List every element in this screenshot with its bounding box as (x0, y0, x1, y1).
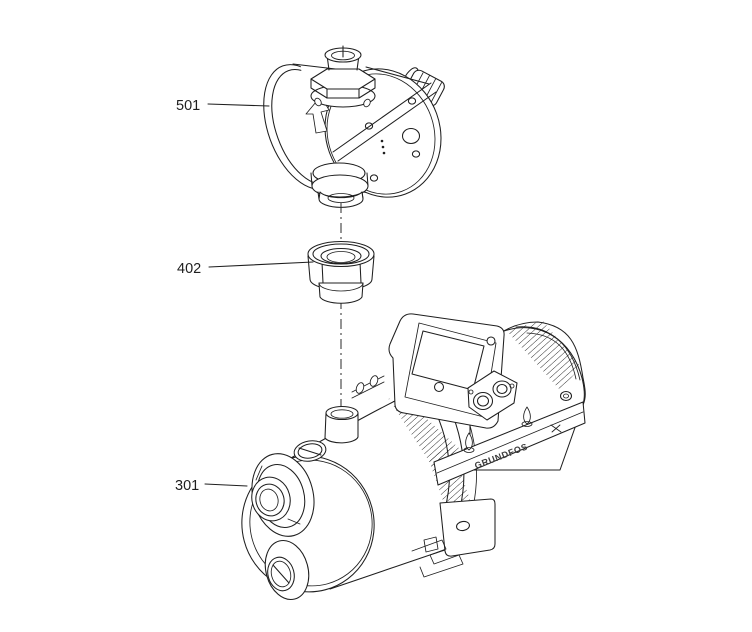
base-rail-midline (436, 411, 584, 474)
pressure-manager-illustration (263, 45, 445, 208)
foot-plate (439, 498, 496, 557)
suction-opening (259, 488, 279, 512)
plug-slot (272, 564, 290, 584)
foot-slot (423, 536, 439, 553)
discharge-port (324, 405, 359, 444)
motor-fins (506, 321, 581, 390)
drain-plug (264, 539, 310, 601)
terminal-box (388, 313, 518, 429)
thread-opening (320, 247, 362, 265)
face-band-line (337, 91, 437, 162)
callout-501-leader (207, 103, 270, 107)
priming-plug (293, 440, 327, 462)
face-hole (411, 150, 421, 158)
plate-screw (509, 383, 515, 389)
face-port-hole (401, 127, 421, 145)
suction-port (251, 453, 315, 537)
lower-sleeve (318, 282, 364, 304)
discharge-opening (330, 409, 354, 419)
plug-slot (298, 447, 322, 456)
stud-bolt (523, 406, 531, 425)
base-rail: GRUNDFOS (433, 390, 586, 486)
face-hole (369, 174, 379, 182)
callout-301-leader (204, 483, 248, 487)
face-hole (364, 122, 374, 130)
clamp-bolt (355, 382, 365, 394)
callout-402-label: 402 (177, 261, 201, 277)
pump-motor-illustration: GRUNDFOS (241, 313, 586, 601)
callout-402-leader (208, 261, 314, 268)
foot-bolt-hole (456, 520, 470, 532)
flow-arrow-icon (305, 95, 330, 134)
base-rail-bar (433, 401, 586, 486)
body-seam-line (365, 66, 430, 85)
plate-screw (468, 389, 474, 395)
face-dot (382, 151, 386, 155)
face-dot (380, 139, 384, 143)
face-band-line (332, 82, 432, 153)
face-hole (407, 97, 417, 105)
callouts: 501 402 301 (175, 98, 314, 494)
lid-screw (486, 336, 496, 346)
face-dot (381, 145, 385, 149)
foot-bracket (411, 539, 464, 578)
logo-mark-icon (550, 424, 562, 433)
top-port (310, 45, 376, 108)
clamp-bolt (369, 375, 379, 387)
union-coupling-illustration (307, 240, 375, 304)
stud-bolt (465, 432, 473, 451)
cable-gland-icon (492, 380, 512, 398)
lid-screw (433, 381, 445, 393)
cable-gland-icon (472, 391, 494, 411)
callout-301-label: 301 (175, 478, 199, 494)
dome-screw (559, 390, 573, 402)
callout-501-label: 501 (176, 98, 200, 114)
mounting-foot (411, 498, 496, 578)
bottom-port (310, 162, 369, 208)
